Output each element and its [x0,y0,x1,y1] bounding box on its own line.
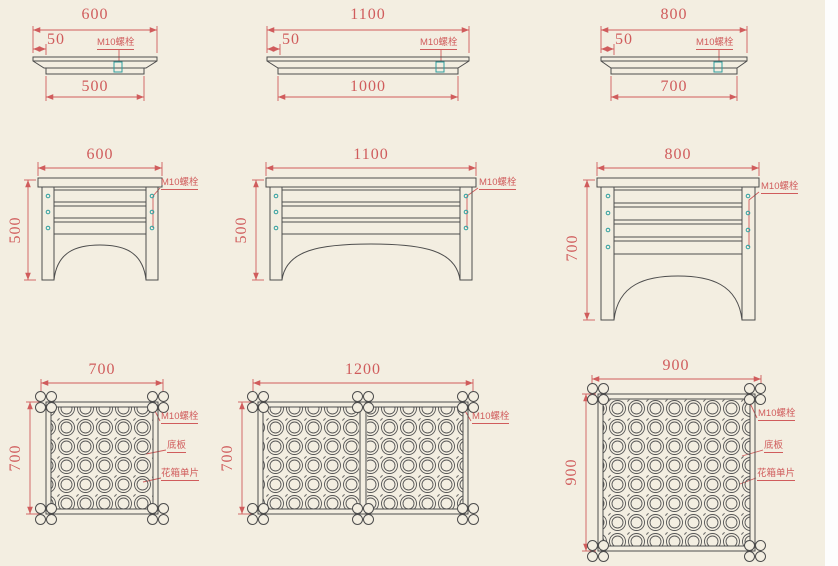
arch-apron [613,275,743,321]
dim-cap-lip: 50 [47,31,65,48]
dimension-lines [600,26,748,101]
bolt-detail [113,61,123,73]
dimension-lines [32,26,158,101]
slat [281,189,461,203]
dim-cap-inner: 500 [81,78,109,95]
sheet-right-margin [825,0,838,566]
dimension-lines [266,26,470,101]
base-plate-label: 底板 [167,440,187,453]
dimension-lines [582,375,764,552]
frame [45,401,159,515]
elevation-600x500 [24,162,163,281]
cap-section-1100 [266,26,470,101]
bolt-label: M10螺栓 [696,37,734,50]
bolts [273,193,469,231]
left-post [600,186,615,321]
dim-plan-height: 700 [219,444,236,472]
left-post [41,186,55,281]
bolt-label: M10螺栓 [758,408,796,421]
slat [613,189,743,204]
leader-line [748,191,760,247]
base-plate-label: 底板 [764,440,784,453]
box-geometry [37,177,163,281]
lattice-panel [603,399,750,546]
dim-cap-lip: 50 [282,31,300,48]
leader-line [152,187,161,228]
top-cap [37,177,163,188]
dim-elevation-width: 600 [86,146,114,163]
cap-section-800 [600,26,748,101]
box-geometry [596,177,760,321]
dim-cap-lip: 50 [615,31,633,48]
bolts [605,193,751,250]
panel-label: 花箱单片 [757,468,796,481]
bolt-label: M10螺栓 [97,37,135,50]
cap-geometry [266,56,470,75]
slat [53,205,147,219]
arch-apron [281,243,461,281]
dim-plan-height: 700 [7,444,24,472]
cap-geometry [32,56,158,75]
frame [257,401,469,515]
dim-cap-overall: 800 [660,6,688,23]
slat [53,189,147,203]
bolt-label: M10螺栓 [479,177,517,190]
dim-elevation-height: 500 [7,216,24,244]
cap-section-600 [32,26,158,101]
dim-plan-width: 900 [662,357,690,374]
right-post [145,186,159,281]
dim-elevation-width: 1100 [353,146,389,163]
left-post [269,186,283,281]
elevation-800x700 [583,162,760,321]
leader-line [466,187,479,228]
slat [281,205,461,219]
right-post [741,186,756,321]
frame [597,393,756,552]
bolt-detail [713,61,723,73]
bolt-label: M10螺栓 [161,177,199,190]
slat [613,240,743,255]
arch-apron [53,244,147,281]
dim-elevation-height: 500 [233,216,250,244]
bolt-detail [435,61,445,73]
slat [53,221,147,235]
dim-cap-inner: 700 [660,78,688,95]
dim-elevation-height: 700 [564,234,581,262]
center-divider [359,402,367,514]
bolts [45,193,155,231]
dim-cap-overall: 600 [81,6,109,23]
cap-geometry [600,56,748,75]
slat [281,221,461,235]
bolt-label: M10螺栓 [472,411,510,424]
dim-plan-width: 700 [88,361,116,378]
bolt-label: M10螺栓 [761,181,799,194]
slat [613,223,743,238]
lattice-panel [263,402,463,514]
plan-900x900 [582,375,766,562]
dim-plan-width: 1200 [345,361,381,378]
panel-label: 花箱单片 [161,468,200,481]
box-geometry [265,177,477,281]
right-post [459,186,473,281]
slat [613,206,743,221]
bolt-label: M10螺栓 [420,37,458,50]
dim-cap-overall: 1100 [350,6,386,23]
plan-1200x700 [238,379,479,525]
lattice-panel [51,407,153,509]
dim-cap-inner: 1000 [350,78,386,95]
dimension-lines [24,162,163,281]
elevation-1100x500 [252,162,479,281]
bolt-label: M10螺栓 [161,411,199,424]
dim-plan-height: 900 [563,458,580,486]
top-cap [596,177,760,188]
dim-elevation-width: 800 [664,146,692,163]
plan-700x700 [26,379,169,525]
top-cap [265,177,477,188]
dimension-lines [252,162,479,281]
